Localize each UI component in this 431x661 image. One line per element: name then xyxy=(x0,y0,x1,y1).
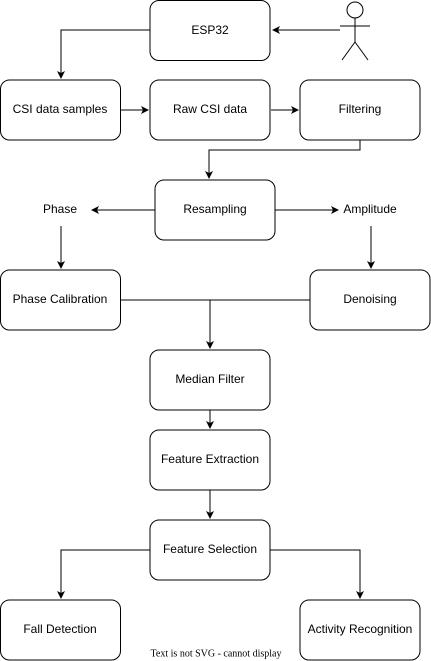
feature-extraction-label: Feature Extraction xyxy=(161,452,259,466)
arrow-filtering-to-resampling xyxy=(205,140,361,179)
fall-detection-label: Fall Detection xyxy=(23,622,96,636)
amplitude-label: Amplitude xyxy=(343,202,397,216)
feature-selection-label: Feature Selection xyxy=(163,542,257,556)
resampling-label: Resampling xyxy=(183,202,246,216)
phase-calibration-box xyxy=(0,269,121,331)
footer-note: Text is not SVG - cannot display xyxy=(151,648,282,659)
csi-samples-label: CSI data samples xyxy=(13,102,108,116)
fall-detection-box xyxy=(0,599,121,661)
arrow-selection-to-fall-detection xyxy=(57,549,150,599)
csi-samples-box xyxy=(0,79,121,141)
activity-recognition-label: Activity Recognition xyxy=(308,622,413,636)
median-filter-label: Median Filter xyxy=(175,372,244,386)
esp32-box xyxy=(149,0,271,61)
feature-extraction-box xyxy=(149,429,271,491)
connectors xyxy=(57,26,375,599)
resampling-box xyxy=(154,179,276,241)
median-filter-box xyxy=(149,349,271,411)
phase-label: Phase xyxy=(43,202,77,216)
esp32-label: ESP32 xyxy=(191,23,229,37)
feature-selection-box xyxy=(149,519,271,581)
filtering-label: Filtering xyxy=(339,102,382,116)
activity-recognition-box xyxy=(299,599,421,661)
raw-csi-box xyxy=(149,79,271,141)
denoising-box xyxy=(309,269,431,331)
arrow-esp32-to-csi-samples xyxy=(57,29,150,79)
filtering-box xyxy=(299,79,421,141)
denoising-label: Denoising xyxy=(343,292,396,306)
arrow-selection-to-activity-recognition xyxy=(270,549,364,599)
raw-csi-label: Raw CSI data xyxy=(173,102,247,116)
phase-calibration-label: Phase Calibration xyxy=(13,292,108,306)
user-stick-figure-icon xyxy=(340,1,370,61)
